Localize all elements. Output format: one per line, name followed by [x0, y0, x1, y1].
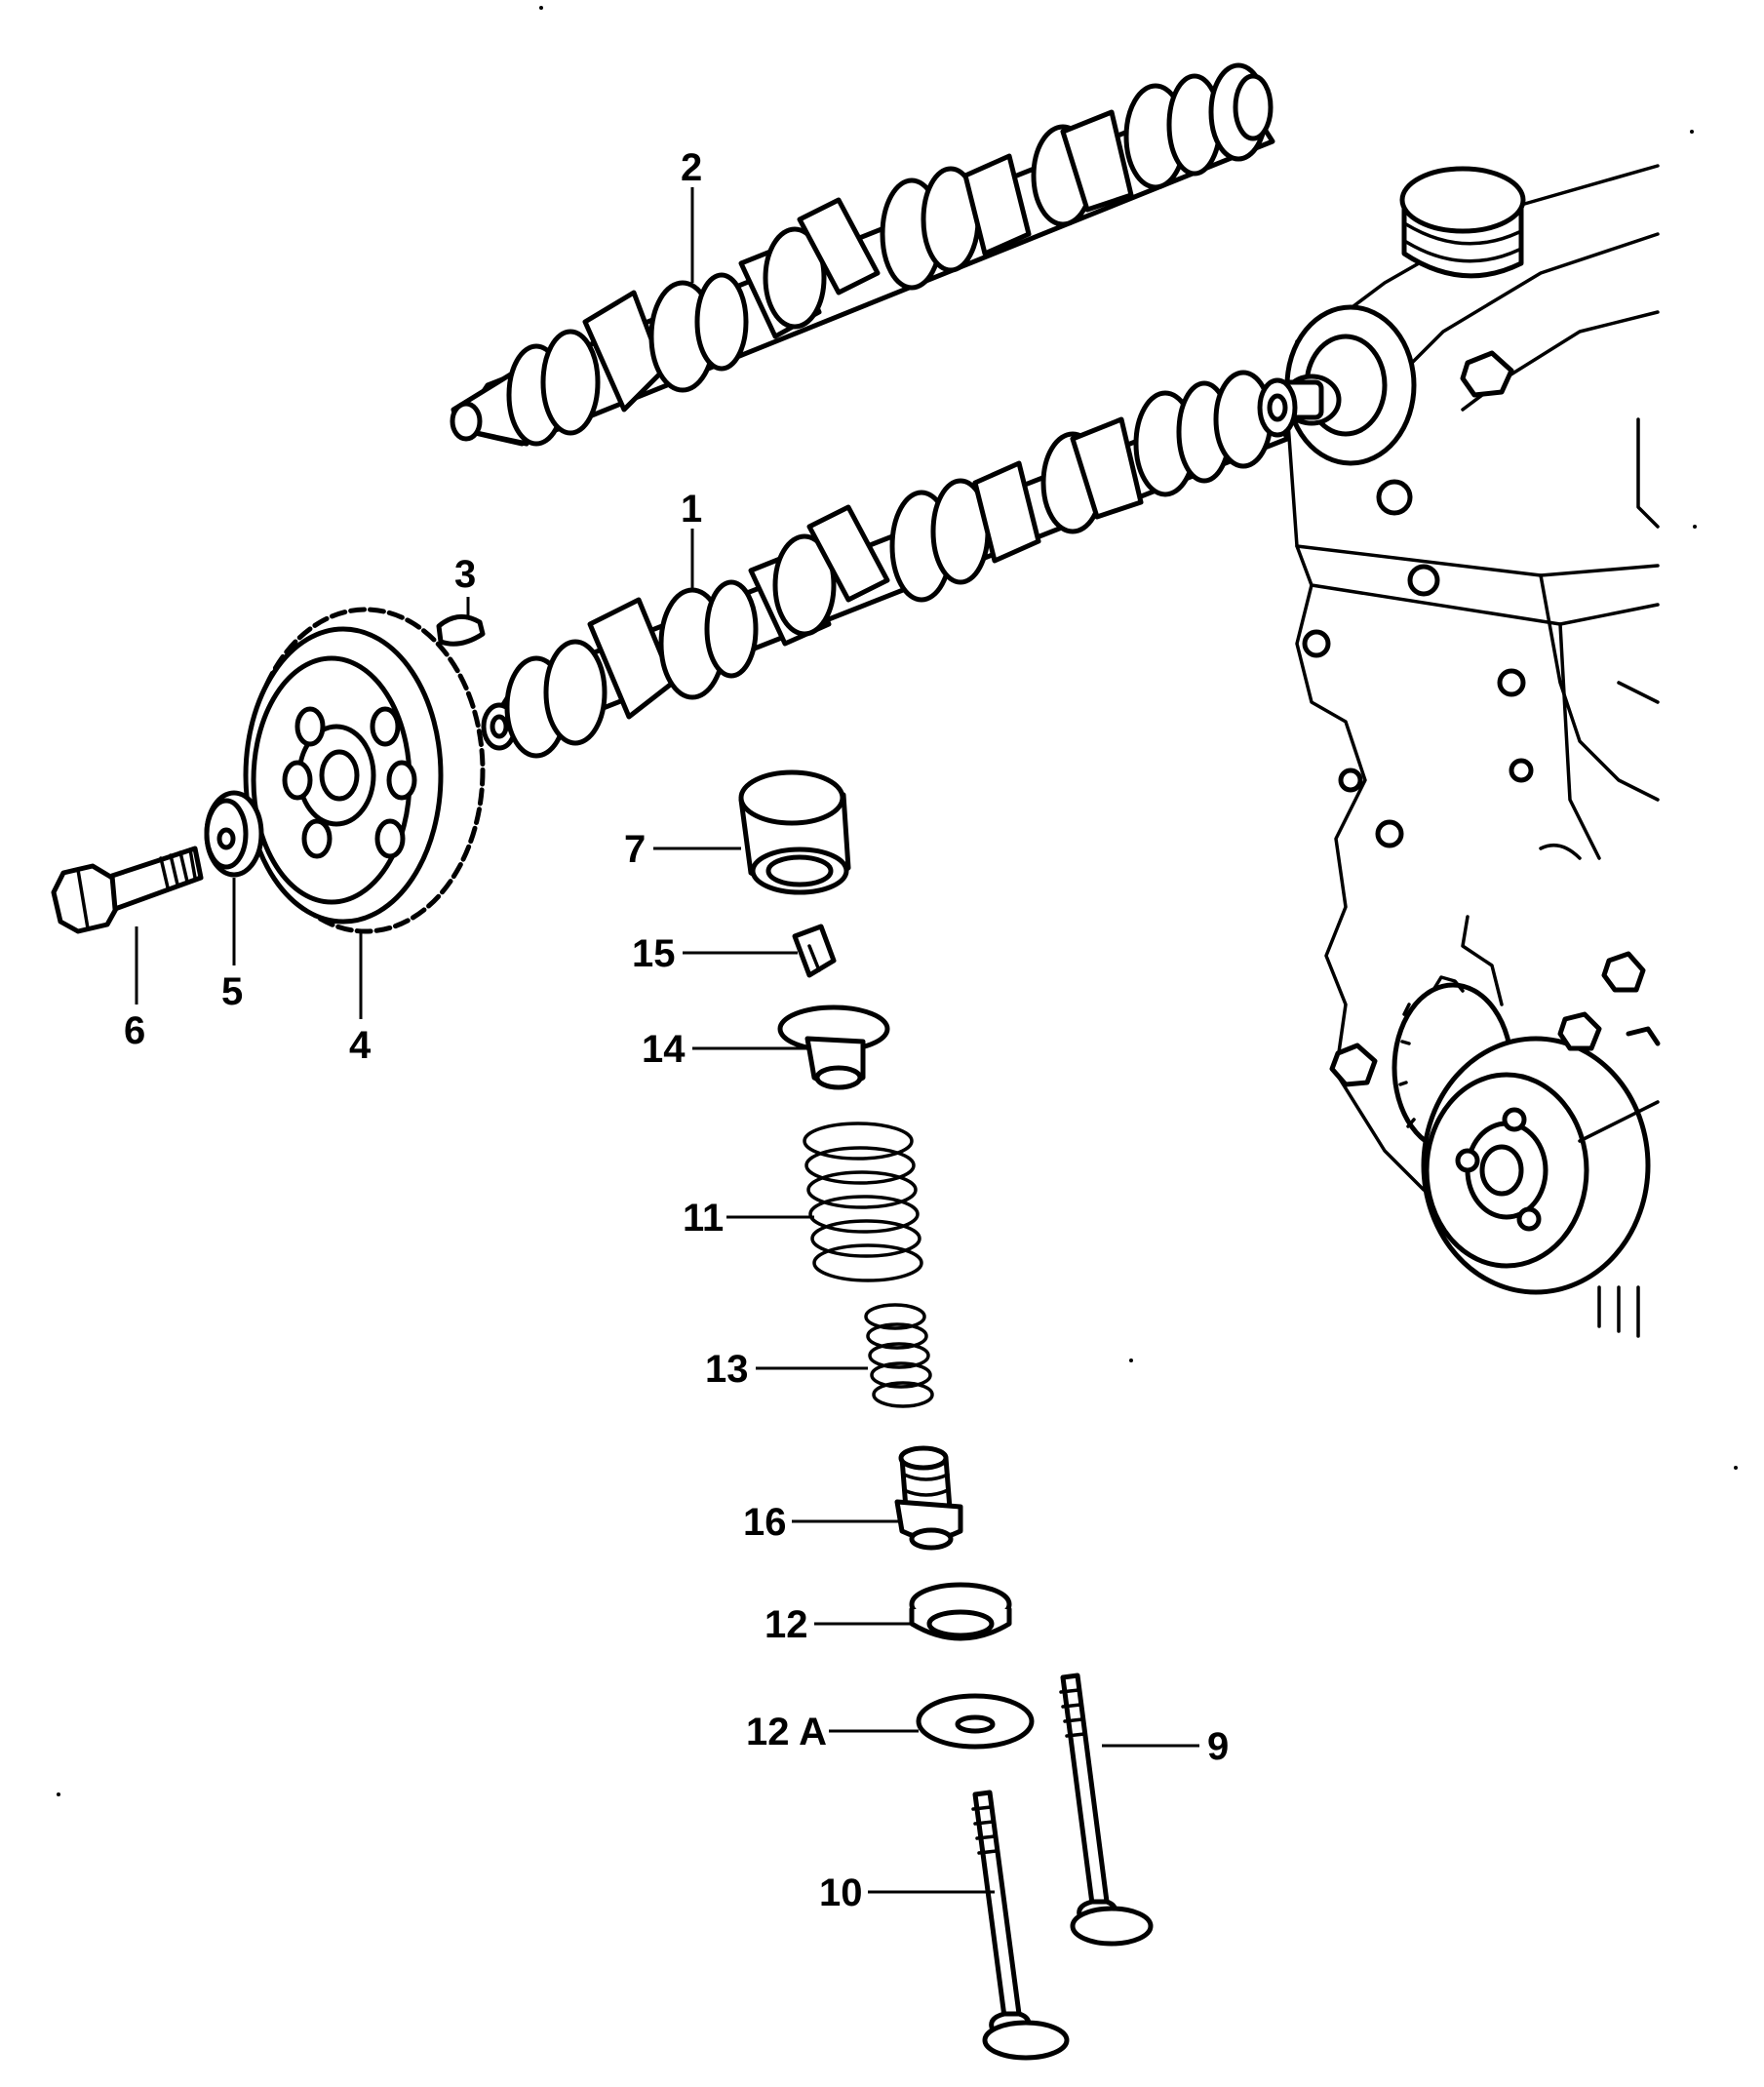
oil-filler-cap: [1399, 166, 1526, 279]
callout-12a: 12 A: [746, 1711, 827, 1753]
head-bolt-hole: [1407, 564, 1440, 597]
callout-3: 3: [454, 553, 476, 596]
inner-valve-spring-13: [864, 1303, 934, 1408]
block-hole: [1497, 668, 1526, 697]
callout-2: 2: [681, 146, 702, 189]
block-hole: [1338, 768, 1363, 793]
callout-11: 11: [683, 1197, 724, 1240]
callout-4: 4: [349, 1024, 372, 1067]
valve-stem-seal-16: [894, 1445, 963, 1551]
leader-lines: [135, 187, 1199, 1894]
callout-14: 14: [642, 1028, 686, 1071]
camshaft-sprocket-4: [243, 607, 486, 934]
callout-9: 9: [1207, 1725, 1229, 1768]
callout-6: 6: [124, 1009, 145, 1052]
bucket-tappet-7: [738, 769, 851, 895]
block-hole: [1509, 758, 1534, 783]
callout-16: 16: [743, 1501, 787, 1544]
valve-cotter-15: [792, 924, 837, 978]
washer-5: [204, 790, 264, 878]
head-bolt: [1460, 350, 1514, 398]
engine-block: [1279, 164, 1661, 1338]
callout-15: 15: [632, 932, 676, 975]
callout-12: 12: [764, 1603, 808, 1646]
woodruff-key-3: [436, 613, 486, 647]
callout-1: 1: [681, 488, 702, 531]
head-bolt-hole: [1376, 479, 1413, 516]
block-hole: [1302, 629, 1331, 658]
spring-seat-12: [909, 1582, 1012, 1641]
camshaft-2: [450, 62, 1275, 447]
camshaft-1: [481, 370, 1298, 759]
camshaft-seal-housing: [1279, 304, 1417, 466]
outer-valve-spring-11: [803, 1122, 923, 1282]
crankshaft-pulley: [1421, 1036, 1651, 1295]
callout-10: 10: [819, 1871, 863, 1914]
valve-10: [971, 1790, 1070, 2061]
block-hole: [1375, 819, 1404, 848]
bolt-6: [51, 846, 204, 934]
spring-washer-12a: [916, 1693, 1035, 1750]
callout-5: 5: [221, 970, 243, 1013]
valve-9: [1059, 1673, 1154, 1947]
spring-retainer-14: [777, 1004, 890, 1090]
callout-labels: 2 1 3 4 5 6 7 15 14 11 13 16 12 12 A 9 1…: [124, 146, 1229, 1914]
callout-7: 7: [624, 828, 646, 871]
scan-specks: [57, 6, 1738, 1796]
callout-13: 13: [705, 1348, 749, 1391]
